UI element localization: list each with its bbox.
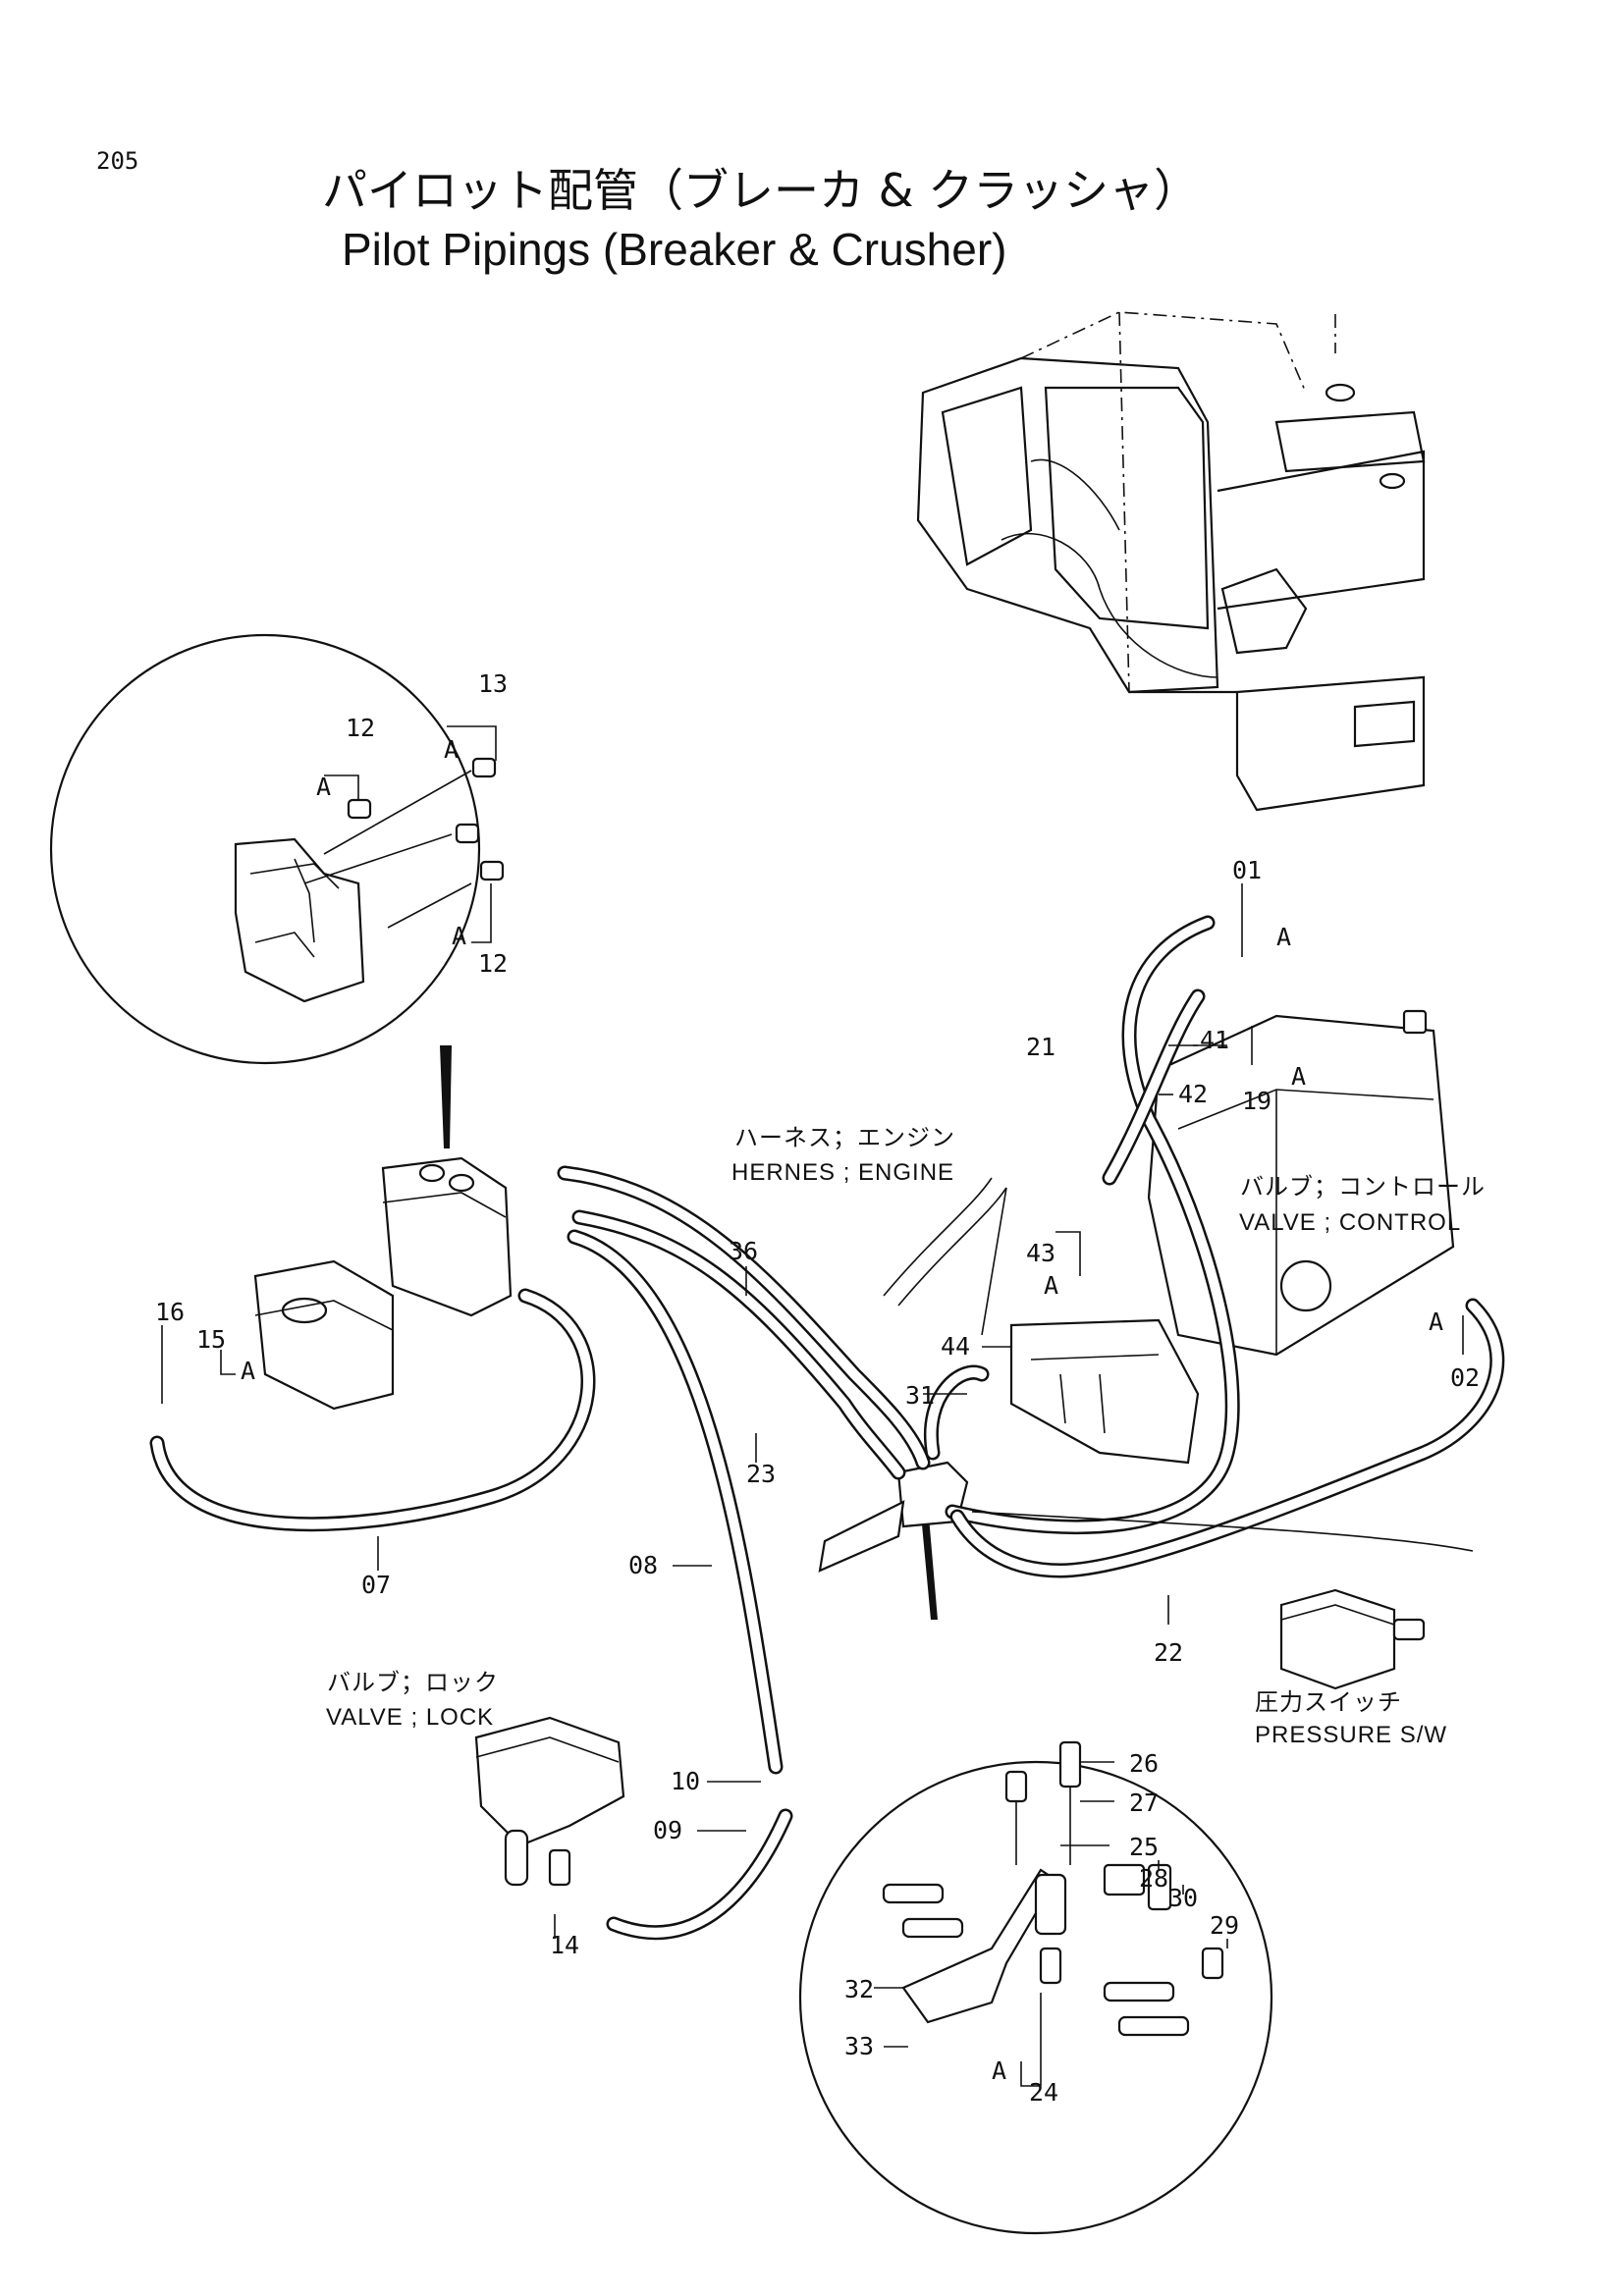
pressure-switch: [1279, 1588, 1426, 1690]
part-label-08: 08: [628, 1551, 658, 1579]
detail-marker-a-2: A: [444, 735, 459, 764]
part-label-33: 33: [844, 2032, 874, 2060]
part-label-28: 28: [1139, 1864, 1168, 1893]
hose-36: [557, 1165, 931, 1470]
part-label-25: 25: [1129, 1833, 1159, 1861]
excavator-overview: [916, 311, 1426, 812]
page-number: 205: [96, 147, 138, 175]
part-label-15: 15: [196, 1325, 226, 1354]
part-label-19: 19: [1242, 1087, 1271, 1115]
hose-09: [606, 1808, 793, 1941]
detail-circle-lower: [798, 1740, 1273, 2235]
caption-valve-control-jp: バルブ；コントロール: [1240, 1174, 1486, 1201]
part-label-30: 30: [1168, 1884, 1198, 1912]
part-label-36: 36: [729, 1237, 758, 1265]
part-label-27: 27: [1129, 1789, 1159, 1817]
pilot-valve-box: [381, 1156, 513, 1317]
detail-marker-a-5: A: [1276, 923, 1291, 951]
caption-harness-en: HERNES ; ENGINE: [731, 1159, 954, 1186]
part-label-26: 26: [1129, 1749, 1159, 1778]
solenoid-valve: [253, 1259, 395, 1411]
part-label-02: 02: [1450, 1363, 1480, 1392]
part-label-13: 13: [478, 669, 508, 698]
part-label-22: 22: [1154, 1638, 1183, 1667]
distribution-block: [1009, 1318, 1200, 1465]
detail-marker-a-3: A: [452, 922, 466, 950]
part-label-09: 09: [653, 1816, 682, 1844]
part-labels: 01 02 07 08 09 10 12 12 13 14 15 16 19 2…: [155, 669, 1480, 2107]
detail-markers: A A A A A A A A A: [241, 735, 1443, 2085]
part-label-41: 41: [1200, 1026, 1229, 1054]
hose-31: [924, 1364, 990, 1461]
engine-harness: [883, 1177, 1007, 1336]
part-label-44: 44: [941, 1332, 970, 1361]
detail-marker-a-4: A: [241, 1357, 255, 1385]
part-label-12-bottom: 12: [478, 949, 508, 978]
hose-07: [149, 1288, 596, 1532]
caption-valve-lock-en: VALVE ; LOCK: [326, 1704, 494, 1731]
part-label-12-top: 12: [346, 714, 375, 742]
part-label-29: 29: [1210, 1911, 1239, 1940]
caption-pressure-sw-en: PRESSURE S/W: [1255, 1722, 1447, 1748]
part-label-14: 14: [550, 1931, 579, 1959]
control-valve: [1147, 1009, 1455, 1357]
caption-valve-control-en: VALVE ; CONTROL: [1239, 1209, 1461, 1236]
hose-42: [1102, 988, 1206, 1186]
hose-21: [945, 915, 1240, 1535]
caption-pressure-sw-jp: 圧力スイッチ: [1255, 1689, 1402, 1716]
part-label-21: 21: [1026, 1033, 1055, 1061]
part-label-16: 16: [155, 1298, 185, 1326]
hose-23: [571, 1209, 906, 1480]
detail-marker-a-7: A: [1044, 1271, 1058, 1300]
part-label-43: 43: [1026, 1239, 1055, 1267]
caption-harness-jp: ハーネス；エンジン: [734, 1125, 955, 1151]
detail-marker-a-1: A: [316, 773, 331, 801]
part-label-10: 10: [671, 1767, 700, 1795]
lock-valve: [474, 1716, 625, 1887]
part-label-31: 31: [905, 1381, 935, 1410]
part-label-23: 23: [746, 1460, 776, 1488]
part-label-07: 07: [361, 1571, 391, 1599]
title-japanese: パイロット配管（ブレーカ & クラッシャ）: [322, 164, 1199, 217]
detail-marker-a-8: A: [1429, 1308, 1443, 1336]
hose-22: [949, 1298, 1505, 1578]
pressure-switch-wire: [971, 1511, 1474, 1552]
leader-wedge-upper: [440, 1045, 452, 1148]
hose-08: [567, 1229, 784, 1775]
part-label-32: 32: [844, 1975, 874, 2003]
tee-junction-block: [818, 1461, 969, 1573]
part-label-24: 24: [1029, 2078, 1058, 2107]
part-label-01: 01: [1232, 856, 1262, 884]
detail-circle-upper: [49, 633, 505, 1065]
part-label-42: 42: [1178, 1080, 1208, 1108]
detail-marker-a-9: A: [992, 2056, 1006, 2085]
component-captions: ハーネス；エンジン HERNES ; ENGINE バルブ；コントロール VAL…: [326, 1125, 1486, 1748]
caption-valve-lock-jp: バルブ；ロック: [327, 1670, 499, 1696]
detail-marker-a-6: A: [1291, 1062, 1306, 1091]
title-english: Pilot Pipings (Breaker & Crusher): [342, 224, 1006, 275]
leader-lines: [161, 883, 1464, 2087]
